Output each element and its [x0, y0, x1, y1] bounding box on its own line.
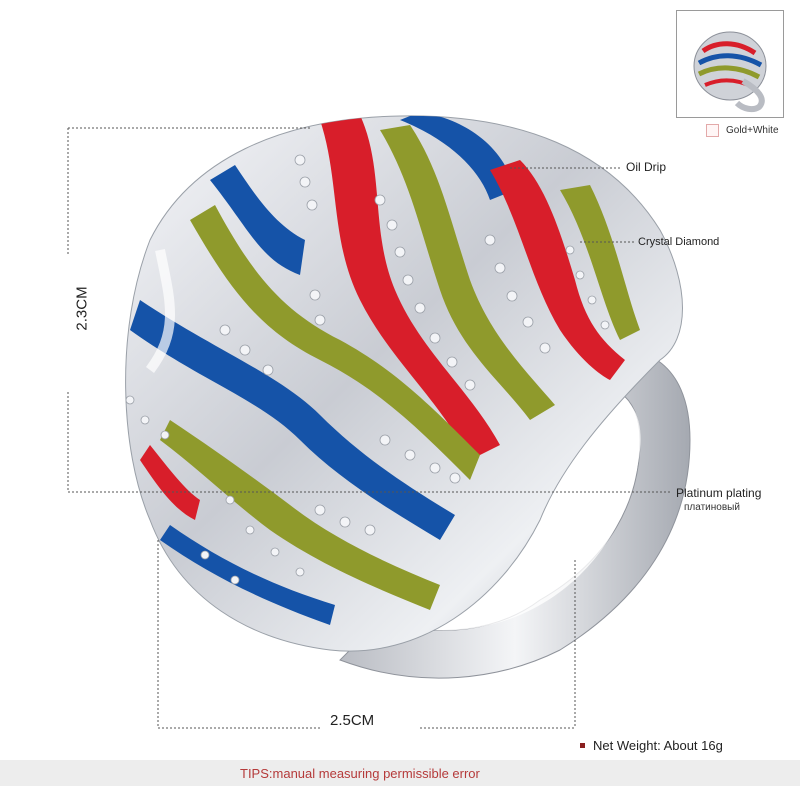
platinum-plating-callout: Platinum plating: [676, 486, 762, 500]
ring-thumbnail-icon: [693, 31, 767, 113]
tips-text: TIPS:manual measuring permissible error: [240, 765, 480, 781]
platinum-plating-ru-callout: платиновый: [684, 502, 740, 513]
oil-drip-callout: Oil Drip: [626, 160, 667, 174]
ring-thumbnail[interactable]: [676, 10, 784, 118]
height-dimension-label: 2.3CM: [73, 286, 91, 331]
crystal-diamond-callout: Crystal Diamond: [638, 236, 720, 248]
tips-bar: TIPS:manual measuring permissible error: [0, 760, 800, 786]
color-option-label: Gold+White: [726, 125, 779, 136]
net-weight: Net Weight: About 16g: [580, 738, 723, 753]
net-weight-text: Net Weight: About 16g: [593, 738, 723, 753]
bullet-icon: [580, 743, 585, 748]
color-swatch-icon: [706, 124, 719, 137]
color-option[interactable]: Gold+White: [706, 124, 779, 137]
width-dimension-label: 2.5CM: [330, 712, 375, 729]
